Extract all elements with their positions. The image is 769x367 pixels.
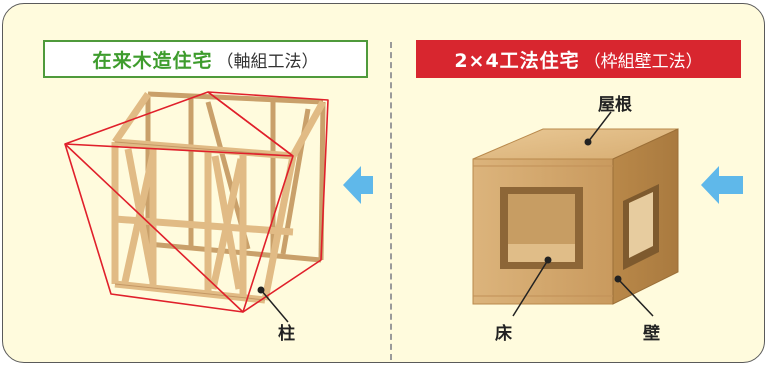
illustration — [64, 91, 743, 323]
left-arrow-icon — [343, 166, 373, 204]
title-2x4-main: 2×4工法住宅 — [454, 49, 580, 72]
center-divider — [390, 42, 392, 360]
roof-callout — [584, 111, 612, 146]
label-wall: 壁 — [643, 324, 660, 344]
title-conventional: 在来木造住宅 （軸組工法） — [43, 40, 368, 78]
timber-frame — [64, 91, 329, 313]
title-conventional-main: 在来木造住宅 — [92, 49, 213, 72]
comparison-panel: 在来木造住宅 （軸組工法） 2×4工法住宅 （枠組壁工法） — [2, 3, 765, 363]
title-2x4: 2×4工法住宅 （枠組壁工法） — [416, 40, 741, 78]
title-conventional-sub: （軸組工法） — [216, 51, 319, 72]
left-arrow-icon — [701, 166, 743, 204]
label-pillar: 柱 — [278, 324, 295, 344]
platform-box — [472, 128, 679, 305]
pillar-callout — [257, 286, 289, 323]
label-floor: 床 — [495, 324, 512, 344]
title-2x4-sub: （枠組壁工法） — [583, 51, 703, 72]
label-roof: 屋根 — [598, 95, 632, 115]
wall-callout — [614, 275, 654, 317]
floor-callout — [512, 256, 552, 317]
